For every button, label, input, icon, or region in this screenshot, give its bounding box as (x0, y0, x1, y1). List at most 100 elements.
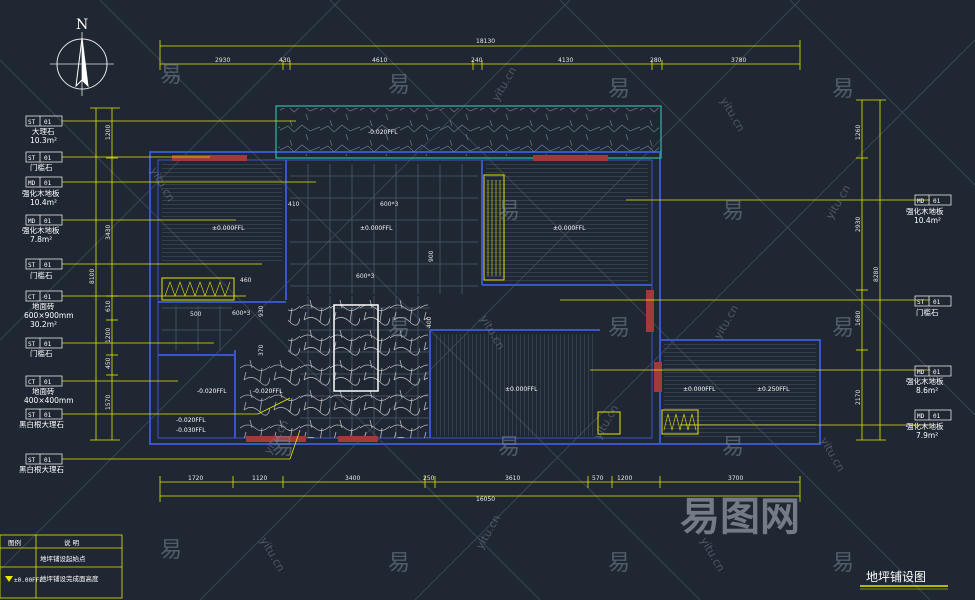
callout-num: 01 (933, 413, 941, 420)
callout-code: ST (28, 262, 36, 269)
bottom-dim: 1200 (617, 475, 632, 482)
callout-name: 强化木地板 (906, 206, 944, 216)
inner-dim: 400 (426, 316, 433, 328)
callout-code: ST (28, 155, 36, 162)
watermark-glyph: 易 (832, 316, 854, 341)
watermark-glyph: 易 (498, 199, 520, 224)
top-dimension-lines (159, 40, 801, 70)
room-level: -0.030FFL (176, 427, 206, 434)
bottom-dim: 3400 (345, 475, 360, 482)
right-dimension-lines (856, 99, 886, 441)
fixtures (161, 174, 699, 435)
room-level: ±0.000FFL (683, 386, 716, 393)
callout-code: ST (28, 412, 36, 419)
top-dim: 4130 (558, 57, 573, 64)
callout-name: 门槛石 (30, 348, 53, 358)
room-level: -0.020FFL (176, 417, 206, 424)
door-thresholds (172, 155, 662, 442)
callout-area: 10.4m² (30, 198, 57, 207)
bottom-dimension-lines (159, 476, 801, 502)
room-level: ±0.250FFL (757, 386, 790, 393)
callout-name: 门槛石 (916, 307, 939, 317)
legend-row2: 地坪铺设完成面高度 (40, 574, 99, 583)
watermark-site: yitu.cn (823, 183, 853, 222)
callout-name: 黑白根大理石 (19, 464, 64, 474)
room-level: ±0.000FFL (360, 225, 393, 232)
callout-area: 600×900mm (24, 311, 74, 320)
inner-dim: 600*3 (232, 310, 250, 317)
callout-name: 地面砖 (32, 386, 55, 396)
watermark-glyph: 易 (388, 551, 410, 576)
watermark-glyph: 易 (608, 551, 630, 576)
callout-name: 地面砖 (32, 301, 55, 311)
top-dim: 4610 (372, 57, 387, 64)
bottom-dim: 570 (592, 475, 604, 482)
watermark-glyph: 易 (160, 63, 182, 88)
floor-fill-areas (162, 108, 816, 440)
room-level: -0.020FFL (197, 388, 227, 395)
callout-code: MD (917, 413, 925, 420)
top-dim: 280 (650, 57, 662, 64)
inner-dim: 930 (258, 305, 265, 317)
room-level: ±0.000FFL (212, 225, 245, 232)
callout-area: 30.2m² (30, 320, 57, 329)
watermark-site: yitu.cn (711, 303, 741, 342)
room-level-tags: -0.020FFL ±0.000FFL ±0.000FFL ±0.000FFL … (176, 129, 790, 434)
bottom-dim: 250 (423, 475, 435, 482)
callout-num: 01 (44, 262, 52, 269)
north-label: N (76, 17, 88, 33)
watermark-glyph: 易 (388, 316, 410, 341)
drawing-title: 地坪铺设图 (866, 570, 926, 584)
callout-num: 01 (933, 198, 941, 205)
callout-code: MD (917, 198, 925, 205)
callout-num: 01 (44, 457, 52, 464)
callout-name: 强化木地板 (22, 225, 60, 235)
callout-num: 01 (44, 180, 52, 187)
callout-num: 01 (933, 369, 941, 376)
bottom-overall-dim: 16050 (476, 496, 495, 503)
callout-name: 黑白根大理石 (19, 419, 64, 429)
watermark-site: yitu.cn (489, 65, 519, 104)
callout-num: 01 (44, 341, 52, 348)
callout-code: MD (28, 218, 36, 225)
watermark-site: yitu.cn (717, 95, 747, 134)
callout-num: 01 (44, 155, 52, 162)
callout-area: 7.9m² (916, 431, 938, 440)
callout-name: 强化木地板 (22, 188, 60, 198)
inner-dim: 460 (240, 277, 252, 284)
watermark-glyph: 易 (832, 77, 854, 102)
callout-code: CT (28, 379, 36, 386)
watermark-site: yitu.cn (817, 435, 847, 474)
fixture-hatching (164, 180, 697, 431)
watermark-logo: 易图网 (680, 494, 800, 540)
inner-dim: 900 (428, 250, 435, 262)
callout-code: CT (28, 294, 36, 301)
callout-area: 10.4m² (914, 216, 941, 225)
callout-code: MD (28, 180, 36, 187)
callout-num: 01 (44, 412, 52, 419)
legend-header-symbol: 图例 (8, 538, 21, 547)
room-level: ±0.000FFL (505, 386, 538, 393)
watermark-glyph: 易 (498, 435, 520, 460)
top-dim: 2930 (215, 57, 230, 64)
callout-name: 门槛石 (30, 162, 53, 172)
left-dim: 1200 (105, 328, 112, 343)
top-dim: 430 (279, 57, 291, 64)
inner-dim: 600*3 (380, 201, 398, 208)
callout-code: ST (28, 119, 36, 126)
callout-area: 8.6m² (916, 386, 938, 395)
inner-dim: 410 (288, 201, 300, 208)
drawing-title-block: 地坪铺设图 (860, 570, 948, 590)
room-level: -0.020FFL (253, 388, 283, 395)
callout-name: 强化木地板 (906, 376, 944, 386)
callout-area: 7.8m² (30, 235, 52, 244)
inner-dim: 370 (258, 344, 265, 356)
top-dim: 3780 (731, 57, 746, 64)
bottom-dim: 3610 (505, 475, 520, 482)
left-overall-dim: 8100 (89, 269, 96, 284)
legend-header-desc: 说 明 (64, 538, 80, 547)
left-callouts: ST 01 大理石 10.3m² ST 01 门槛石 MD 01 强化木地板 1… (19, 115, 74, 474)
callout-name: 大理石 (32, 126, 55, 136)
